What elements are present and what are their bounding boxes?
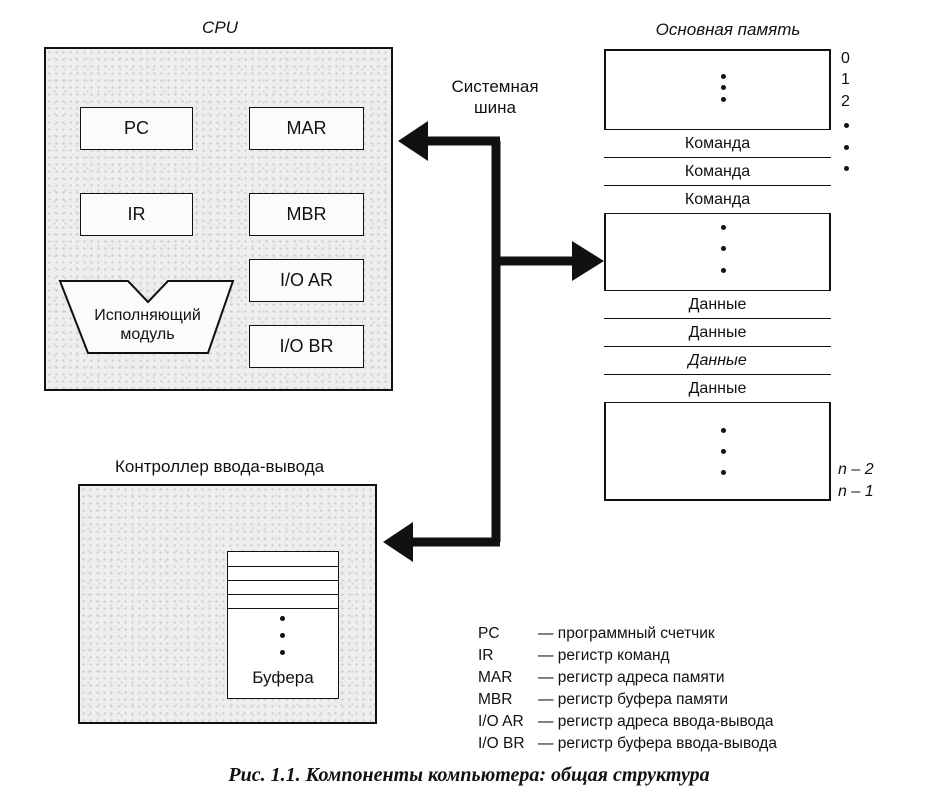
legend-abbr: MAR [478, 669, 513, 686]
address-ellipsis-dot [844, 166, 849, 171]
buffer-line [228, 580, 338, 581]
legend-text: — программный счетчик [538, 625, 715, 642]
buffer-line [228, 566, 338, 567]
bus-to-memory-arrow [572, 241, 604, 281]
legend-text: — регистр адреса памяти [538, 669, 725, 686]
memory-address-n-2: n – 2 [838, 461, 874, 478]
buffer-ellipsis-dot [280, 650, 285, 655]
register-ir: IR [80, 193, 193, 236]
io-controller-title: Контроллер ввода-вывода [115, 457, 325, 476]
execution-unit-shape [58, 280, 235, 354]
execution-unit-label: Исполняющий модуль [80, 306, 215, 344]
register-mar: MAR [249, 107, 364, 150]
legend-item: MAR — регистр адреса памяти [478, 669, 725, 687]
memory-ellipsis-dot [721, 268, 726, 273]
register-mbr: MBR [249, 193, 364, 236]
memory-address-0: 0 [841, 50, 850, 67]
memory-cell-instruction: Команда [604, 185, 831, 214]
memory-ellipsis-dot [721, 246, 726, 251]
memory-cell-data: Данные [604, 318, 831, 347]
legend-item: PC — программный счетчик [478, 625, 715, 643]
register-io-br: I/O BR [249, 325, 364, 368]
legend-item: I/O BR — регистр буфера ввода-вывода [478, 735, 777, 753]
buffer-ellipsis-dot [280, 633, 285, 638]
legend-text: — регистр буфера памяти [538, 691, 728, 708]
memory-cell-data: Данные [604, 374, 831, 403]
memory-title: Основная память [655, 20, 801, 39]
legend-abbr: I/O AR [478, 713, 524, 730]
buffer-ellipsis-dot [280, 616, 285, 621]
legend-text: — регистр адреса ввода-вывода [538, 713, 774, 730]
memory-ellipsis-dot [721, 225, 726, 230]
memory-ellipsis-dot [721, 470, 726, 475]
bus-to-cpu-arrow [398, 121, 428, 161]
io-buffers-block [227, 551, 339, 699]
register-pc: PC [80, 107, 193, 150]
memory-address-1: 1 [841, 71, 850, 88]
address-ellipsis-dot [844, 123, 849, 128]
legend-abbr: IR [478, 647, 494, 664]
memory-ellipsis-dot [721, 449, 726, 454]
io-buffers-label: Буфера [252, 668, 314, 687]
buffer-line [228, 608, 338, 609]
memory-ellipsis-dot [721, 97, 726, 102]
memory-cell-data: Данные [604, 346, 831, 375]
legend-text: — регистр буфера ввода-вывода [538, 735, 777, 752]
memory-cell-data: Данные [604, 290, 831, 319]
legend-item: IR — регистр команд [478, 647, 670, 665]
system-bus-label-line: шина [474, 98, 516, 117]
system-bus-label: Системная шина [430, 76, 560, 118]
legend-item: I/O AR — регистр адреса ввода-вывода [478, 713, 774, 731]
legend-text: — регистр команд [538, 647, 670, 664]
memory-address-n-1: n – 1 [838, 483, 874, 500]
memory-ellipsis-dot [721, 428, 726, 433]
system-bus-label-line: Системная [451, 77, 539, 96]
execution-unit-label-line: Исполняющий [94, 307, 201, 324]
memory-ellipsis-dot [721, 74, 726, 79]
memory-address-2: 2 [841, 93, 850, 110]
main-memory-block [604, 49, 831, 501]
execution-unit-label-line: модуль [120, 326, 175, 343]
bus-to-io-arrow [383, 522, 413, 562]
legend-item: MBR — регистр буфера памяти [478, 691, 728, 709]
legend-abbr: PC [478, 625, 500, 642]
memory-ellipsis-dot [721, 85, 726, 90]
memory-cell-instruction: Команда [604, 129, 831, 158]
legend-abbr: MBR [478, 691, 513, 708]
cpu-title: CPU [202, 18, 238, 37]
address-ellipsis-dot [844, 145, 849, 150]
figure-caption: Рис. 1.1. Компоненты компьютера: общая с… [228, 764, 710, 786]
legend-abbr: I/O BR [478, 735, 525, 752]
buffer-line [228, 594, 338, 595]
register-io-ar: I/O AR [249, 259, 364, 302]
